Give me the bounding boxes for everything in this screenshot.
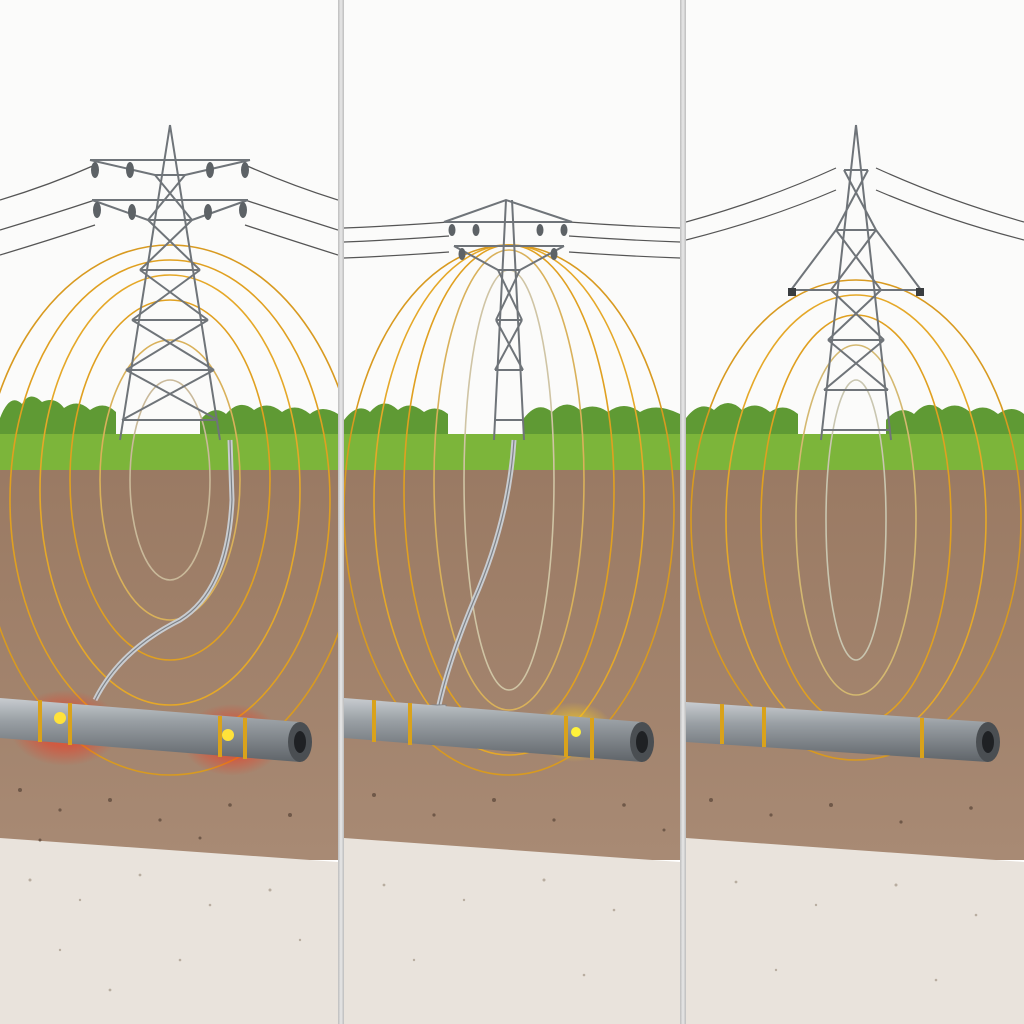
sky	[686, 0, 1024, 440]
soil-layer	[344, 470, 680, 860]
transmission-tower	[790, 124, 922, 441]
insulators	[448, 224, 568, 260]
treeline	[524, 404, 680, 440]
hotspot-red	[222, 729, 234, 741]
soil-layer	[686, 470, 1024, 860]
gravel-specks	[382, 878, 616, 977]
soil-specks	[18, 788, 292, 842]
pipeline	[686, 702, 988, 762]
gravel-specks	[734, 880, 978, 982]
insulators	[788, 288, 924, 296]
panel-left	[0, 0, 338, 1024]
hotspot-red	[54, 712, 66, 724]
panel-right-scene	[686, 0, 1024, 1024]
pipe-bore	[294, 731, 306, 753]
power-lines	[0, 164, 338, 256]
ground-cable-outline	[94, 439, 233, 701]
pipe-bore	[982, 731, 994, 753]
panel-divider	[338, 0, 344, 1024]
grass-strip	[686, 434, 1024, 470]
soil-layer	[0, 470, 338, 860]
soil-specks	[709, 798, 973, 824]
gravel-layer	[344, 838, 680, 1024]
insulators	[91, 162, 249, 220]
power-lines	[686, 167, 1024, 241]
gravel-specks	[28, 873, 302, 992]
transmission-tower	[89, 124, 251, 441]
panel-left-scene	[0, 0, 338, 1024]
treeline	[200, 404, 338, 440]
panel-middle	[344, 0, 680, 1024]
treeline	[344, 403, 448, 440]
pipeline	[0, 698, 300, 762]
gravel-layer	[686, 838, 1024, 1024]
pipe-bands	[720, 704, 924, 758]
panel-divider	[680, 0, 686, 1024]
treeline	[886, 404, 1024, 440]
pipe-bands	[38, 700, 247, 759]
pipe-bands	[372, 700, 594, 760]
transmission-tower	[443, 198, 573, 441]
power-lines	[344, 221, 680, 259]
gravel-layer	[0, 838, 338, 1024]
hotspot-yellow	[571, 727, 581, 737]
soil-specks	[372, 793, 666, 832]
bond-cable-outline	[438, 439, 515, 706]
panel-right	[686, 0, 1024, 1024]
panel-middle-scene	[344, 0, 680, 1024]
grass-strip	[0, 434, 338, 470]
treeline	[0, 396, 116, 440]
pipe-bore	[636, 731, 648, 753]
